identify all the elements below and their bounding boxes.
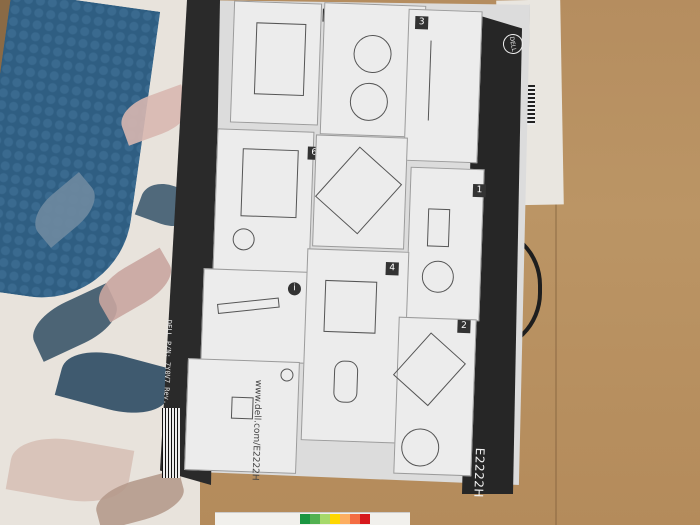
step-number: i (287, 282, 302, 296)
monitor-sketch (253, 22, 307, 96)
monitor-back-sketch (323, 279, 378, 334)
step-panel: 3 (403, 8, 483, 164)
zoom-circle-sketch (349, 82, 389, 122)
step-number: 2 (457, 319, 471, 334)
monitor-stand-sketch (240, 148, 299, 219)
energy-rating-swatch (330, 514, 340, 524)
hand-sketch (232, 227, 256, 251)
energy-rating-swatch (320, 514, 330, 524)
url-panel (184, 358, 300, 474)
energy-rating-swatch (300, 514, 310, 524)
step-panel: i (200, 268, 311, 364)
energy-rating-swatch (340, 514, 350, 524)
stand-base-sketch (421, 260, 455, 294)
screws-sketch (427, 40, 456, 122)
energy-rating-swatch (360, 514, 370, 524)
monitor-icon (230, 396, 254, 420)
cardboard-fold (555, 0, 557, 525)
step-panel: 2 (392, 316, 477, 477)
step-number: 4 (385, 262, 399, 276)
monitor-box-sketch (392, 332, 466, 407)
monitor-box-sketch (314, 146, 403, 235)
step-panel: 4 (300, 248, 410, 444)
step-panel (312, 134, 408, 250)
step-panel: 6 (212, 128, 321, 274)
energy-rating-swatch (310, 514, 320, 524)
step-panel: 1 (405, 166, 487, 322)
globe-icon (280, 368, 294, 382)
zoom-circle-sketch (400, 427, 440, 468)
zoom-circle-sketch (352, 34, 393, 74)
tilt-sketch (217, 297, 280, 314)
stand-base-sketch (426, 208, 451, 248)
step-panel: 5 (229, 0, 336, 126)
ports-sketch (333, 360, 359, 404)
leaf-pattern (54, 341, 176, 424)
energy-rating-swatch (350, 514, 360, 524)
sheet-barcode (162, 408, 180, 478)
step-number: 1 (472, 183, 487, 198)
model-name: E2222H (471, 447, 487, 499)
energy-rating-strip (300, 514, 370, 524)
step-number: 3 (414, 15, 429, 30)
